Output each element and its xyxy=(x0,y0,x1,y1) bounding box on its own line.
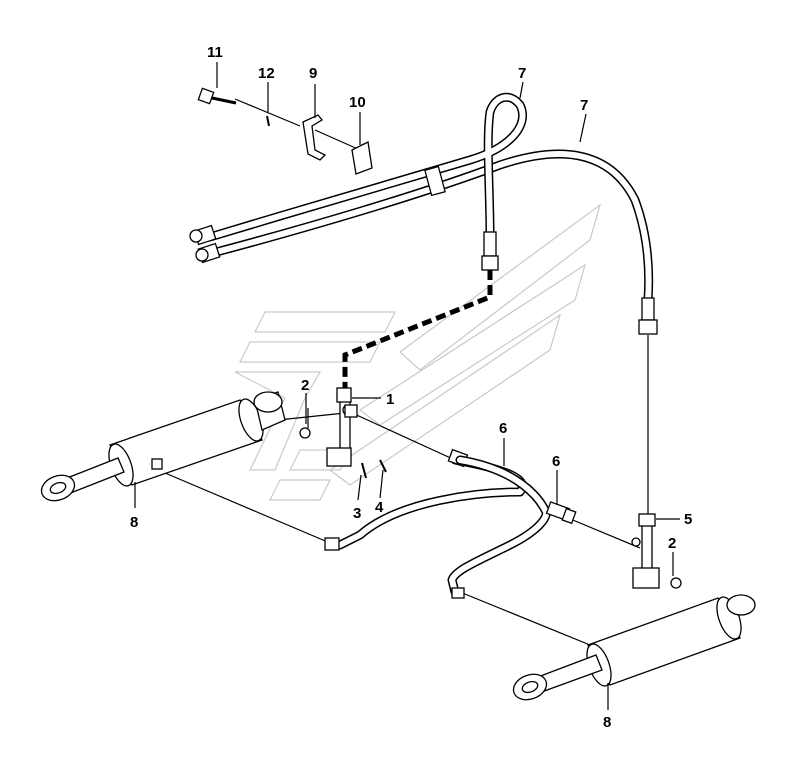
callout-7-a: 7 xyxy=(518,65,526,82)
hose-7-left-fittings xyxy=(189,224,221,264)
callout-2-right: 2 xyxy=(668,535,676,552)
fitting-near-1 xyxy=(344,404,358,418)
washer-12 xyxy=(266,115,270,127)
callout-2-left: 2 xyxy=(301,377,309,394)
clip-10 xyxy=(351,141,373,175)
callout-8-right: 8 xyxy=(603,714,611,731)
callout-12: 12 xyxy=(258,65,275,82)
cylinder-8-right xyxy=(512,594,756,701)
callout-9: 9 xyxy=(309,65,317,82)
callout-7-b: 7 xyxy=(580,97,588,114)
callout-1: 1 xyxy=(386,391,394,408)
dashed-hose-route xyxy=(342,270,493,388)
callout-10: 10 xyxy=(349,94,366,111)
bolt-11 xyxy=(197,87,237,105)
callout-labels: 11 12 9 10 7 7 1 2 3 4 6 6 5 2 8 8 xyxy=(130,44,692,731)
valve-block-right xyxy=(631,513,660,589)
watermark-logo xyxy=(234,203,602,501)
hose-6-b xyxy=(447,455,577,599)
hose-clamp xyxy=(424,165,446,197)
hose-7-end-fittings xyxy=(481,231,658,335)
callout-4: 4 xyxy=(375,499,384,516)
cylinder-8-left xyxy=(40,391,286,502)
hose-7-long xyxy=(200,149,654,305)
callout-8-left: 8 xyxy=(130,514,138,531)
bracket-9 xyxy=(302,114,327,161)
hose-7-short xyxy=(205,92,527,242)
assembly-guide-lines xyxy=(157,98,649,646)
callout-5: 5 xyxy=(684,511,692,528)
callout-3: 3 xyxy=(353,505,361,522)
o-ring-2-left xyxy=(299,427,311,439)
callout-6-b: 6 xyxy=(552,453,560,470)
callout-6-a: 6 xyxy=(499,420,507,437)
o-ring-2-right xyxy=(670,577,682,589)
callout-11: 11 xyxy=(207,44,223,61)
callout-leaders xyxy=(134,62,680,710)
valve-block-left xyxy=(326,387,387,479)
